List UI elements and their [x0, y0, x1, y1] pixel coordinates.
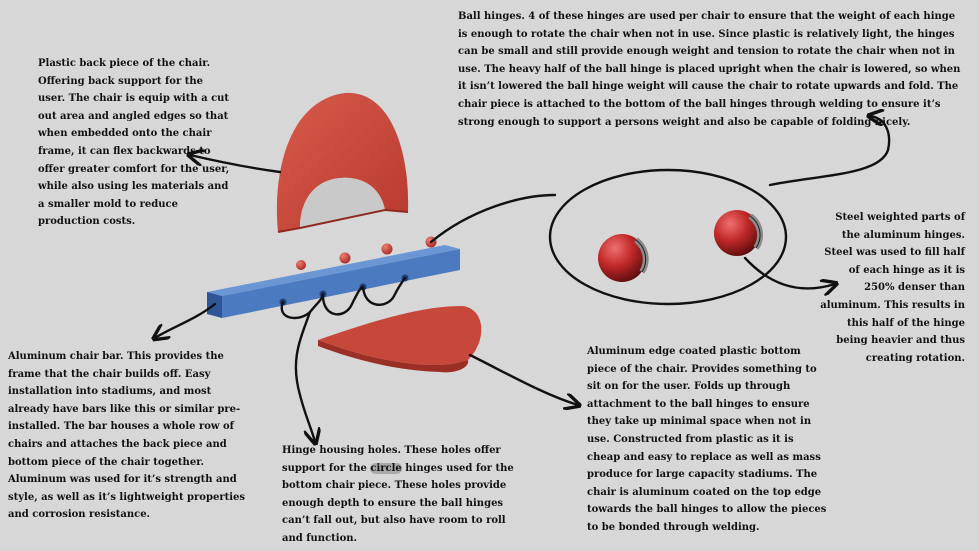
- note-steel-parts: Steel weighted parts of the aluminum hin…: [820, 212, 965, 364]
- arrow-bottom-piece: [468, 353, 578, 405]
- note-bottom-piece: Aluminum edge coated plastic bottom piec…: [587, 346, 827, 533]
- note-ball-hinges: Ball hinges. 4 of these hinges are used …: [458, 11, 961, 128]
- note-chair-bar: Aluminum chair bar. This provides the fr…: [8, 351, 246, 521]
- note-back-piece: Plastic back piece of the chair. Offerin…: [38, 58, 230, 228]
- back-piece: [276, 92, 409, 233]
- arrow-back-piece: [190, 155, 282, 174]
- highlighted-word: circle: [370, 462, 402, 474]
- note-hinge-holes-part1: Hinge housing holes. These holes offer s…: [282, 445, 501, 474]
- note-hinge-holes-part2: hinges used for the bottom chair piece. …: [282, 462, 514, 544]
- aluminum-chair-bar: [207, 245, 460, 318]
- line-hinge-to-circle: [429, 193, 557, 244]
- hinge-detail-circle: [548, 168, 788, 306]
- bottom-piece: [318, 306, 482, 373]
- arrow-ball-hinges: [768, 116, 891, 187]
- annotation-arrows: [155, 116, 891, 442]
- arrow-holes: [294, 310, 315, 442]
- arrow-chair-bar: [155, 302, 217, 338]
- note-hinge-holes: Hinge housing holes. These holes offer s…: [282, 442, 514, 548]
- arrow-steel-parts: [743, 256, 835, 288]
